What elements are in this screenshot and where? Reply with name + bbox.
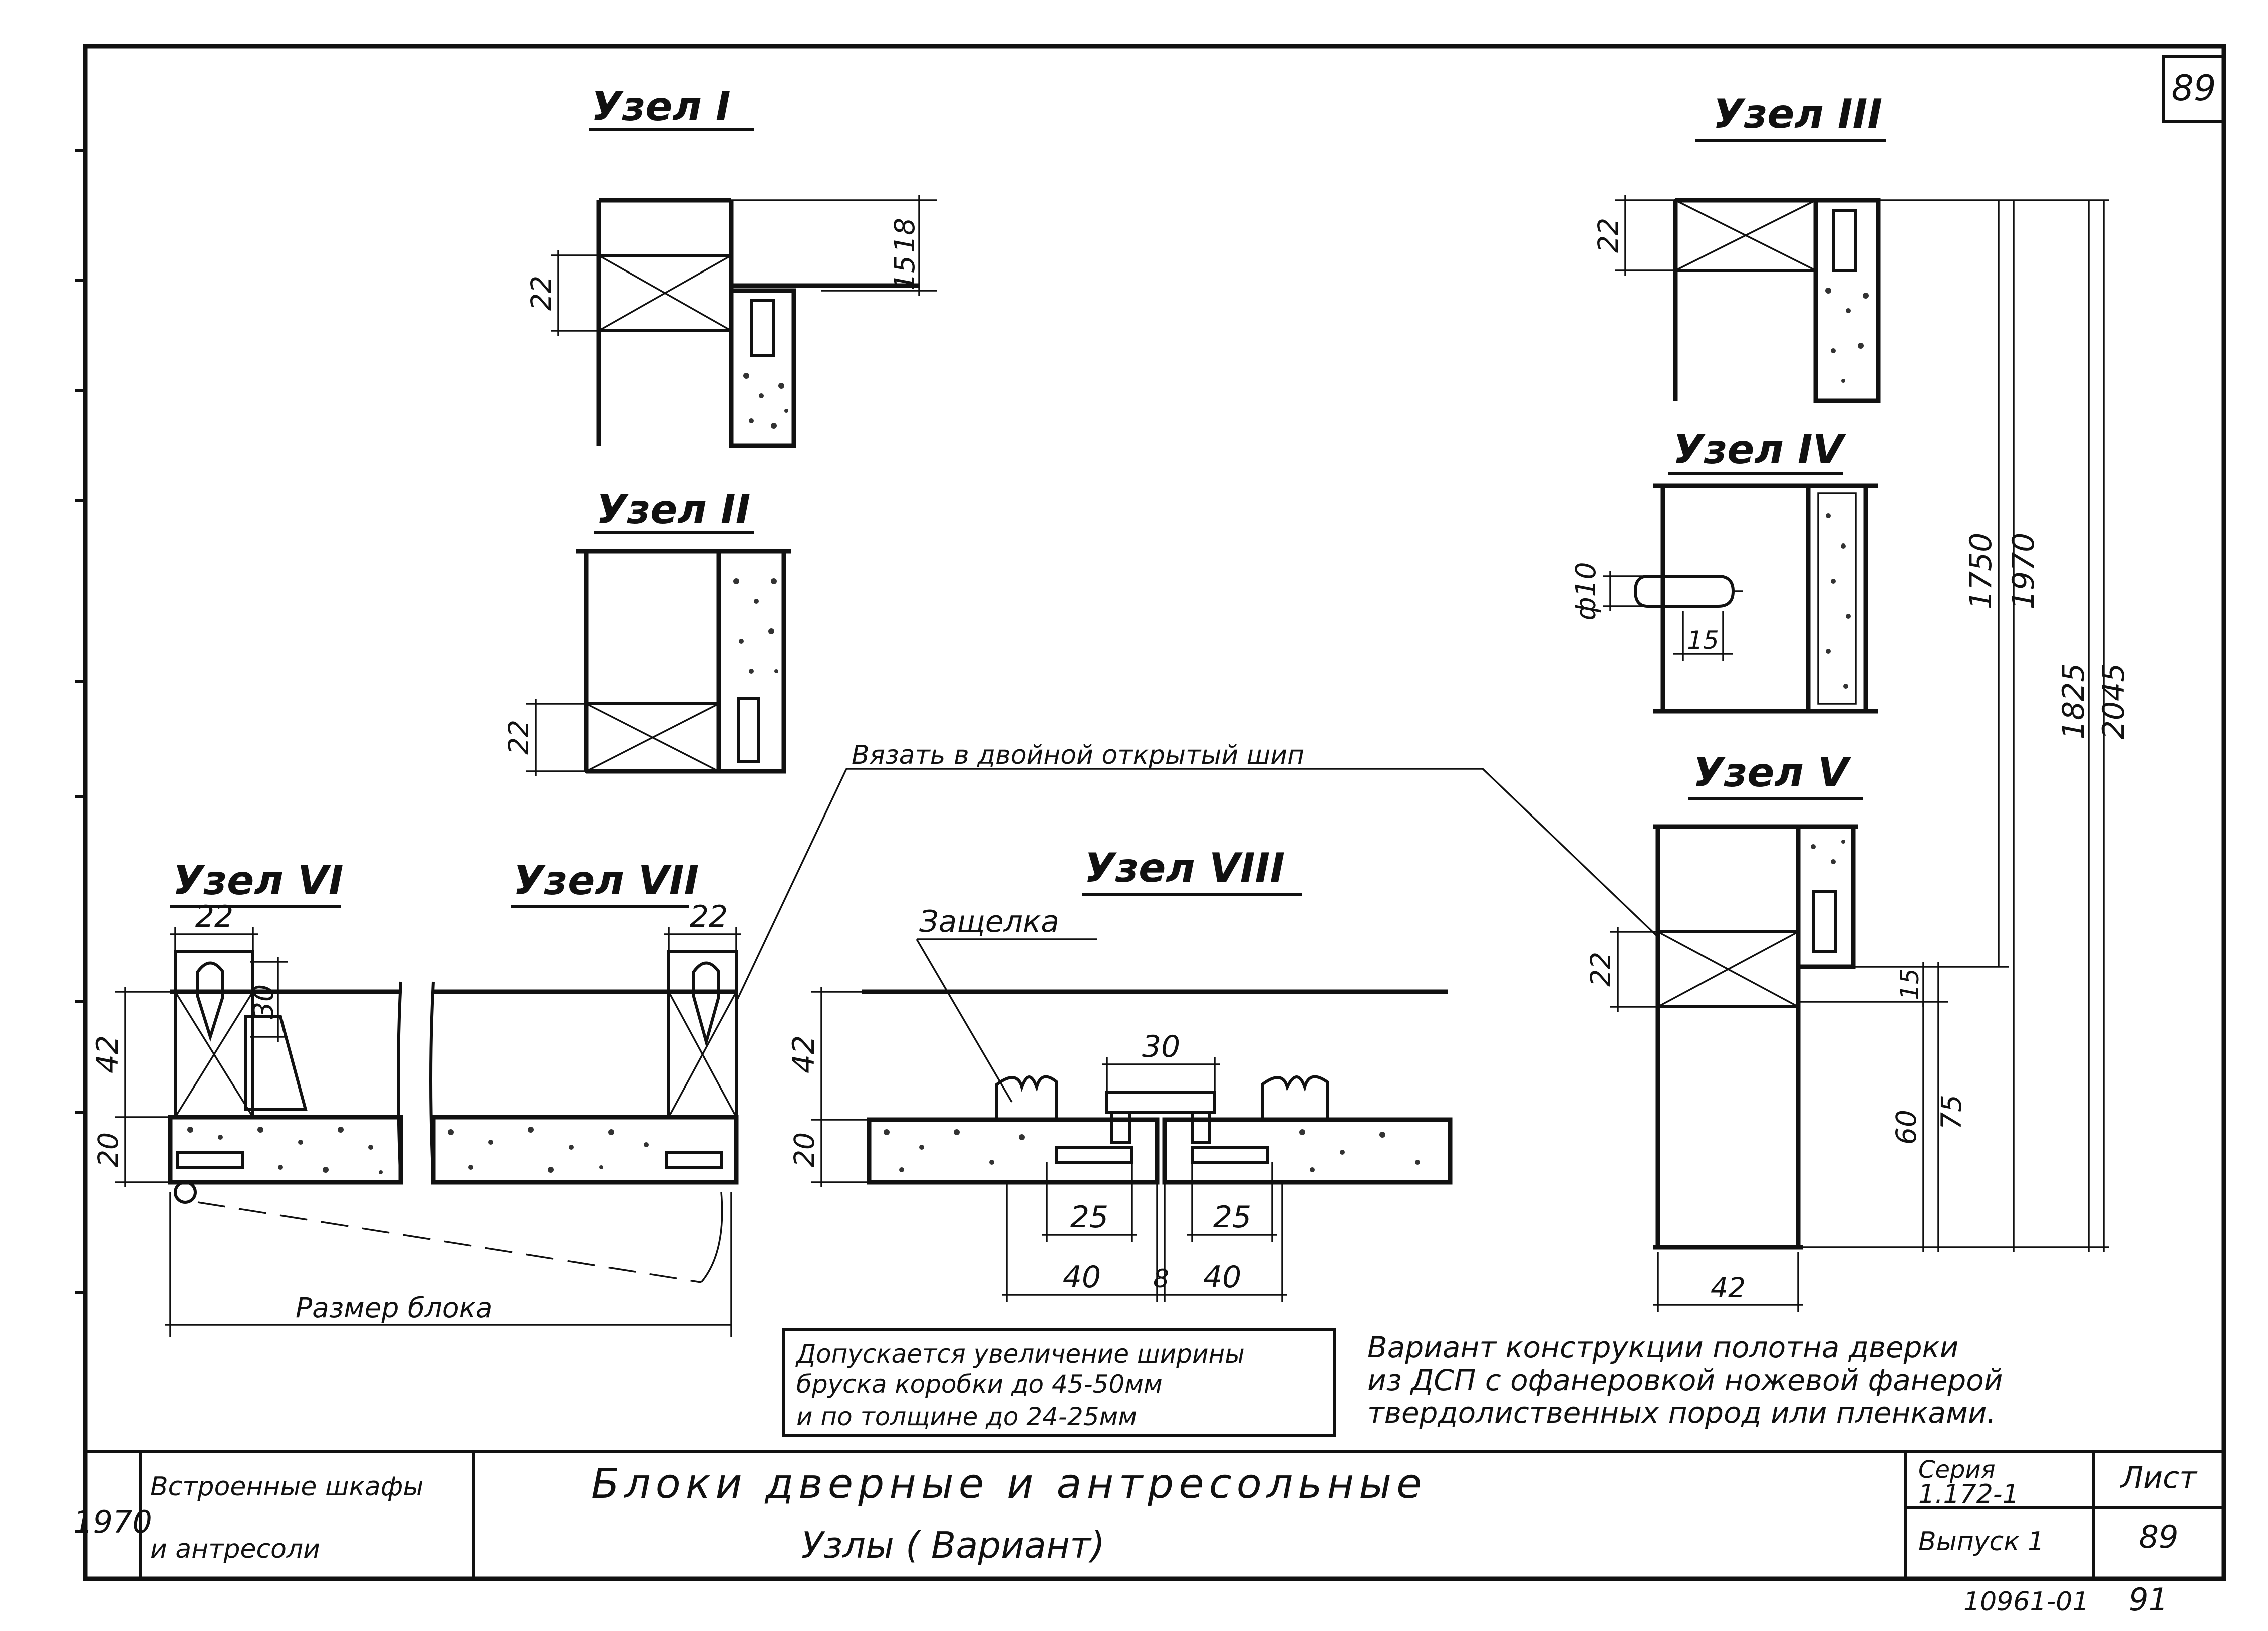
latch-label: Защелка	[919, 904, 1059, 939]
variant-line-1: Вариант конструкции полотна дверки	[1367, 1330, 1958, 1365]
node-8: Узел VIII Защелка	[786, 845, 1453, 1302]
node-6: Узел VI 22 30	[90, 857, 731, 1337]
dim-n6-42: 42	[90, 1035, 125, 1073]
title-main-2: Узлы ( Вариант)	[801, 1524, 1105, 1566]
dim-1970: 1970	[2006, 533, 2041, 610]
dim-n6-20: 20	[92, 1132, 124, 1167]
dim-n8-20: 20	[788, 1132, 820, 1167]
dim-n5-42: 42	[1711, 1272, 1746, 1304]
dim-n7-22: 22	[690, 899, 728, 934]
sheet-value: 89	[2139, 1519, 2179, 1555]
dim-n5-15: 15	[1895, 968, 1924, 1000]
dim-n4-phi10: ф10	[1570, 562, 1602, 620]
variant-note: Вариант конструкции полотна дверки из ДС…	[1367, 1330, 2003, 1430]
dim-n1-22: 22	[525, 276, 557, 311]
node-3: Узел III 22	[1592, 91, 1886, 403]
node-1-title: Узел I	[591, 83, 731, 130]
series-value: 1.172-1	[1918, 1479, 2019, 1509]
node-4: Узел IV ф10 15	[1570, 426, 1878, 714]
dim-n8-40a: 40	[1063, 1260, 1101, 1295]
variant-line-3: твердолиственных пород или пленками.	[1367, 1396, 1996, 1430]
title-subject-1: Встроенные шкафы	[150, 1472, 423, 1502]
page-number: 89	[2171, 68, 2216, 109]
node-4-title: Узел IV	[1673, 426, 1847, 473]
title-block: 1970 Встроенные шкафы и антресоли Блоки …	[73, 1452, 2224, 1579]
allowance-line-1: Допускается увеличение ширины	[795, 1339, 1245, 1369]
dim-n8-42: 42	[786, 1035, 821, 1073]
dim-n3-22: 22	[1592, 218, 1624, 253]
variant-line-2: из ДСП с офанеровкой ножевой фанерой	[1367, 1363, 2003, 1397]
node-5-title: Узел V	[1693, 749, 1852, 796]
dim-n6-30: 30	[247, 984, 279, 1019]
bottom-stamp-page: 91	[2129, 1581, 2168, 1618]
dim-n1-15: 15	[889, 255, 921, 291]
series-label: Серия	[1918, 1456, 1996, 1484]
bottom-stamp: 10961-01	[1963, 1587, 2089, 1617]
allowance-note: Допускается увеличение ширины бруска кор…	[782, 1328, 1336, 1437]
dim-n5-60: 60	[1890, 1110, 1922, 1145]
issue-label: Выпуск 1	[1918, 1527, 2044, 1557]
dim-1750: 1750	[1963, 533, 1999, 610]
dim-n8-40b: 40	[1203, 1260, 1241, 1295]
node-2: Узел II 22	[503, 486, 791, 776]
node-2-title: Узел II	[596, 486, 750, 533]
node-7-title: Узел VII	[513, 857, 699, 904]
title-subject-2: и антресоли	[150, 1534, 320, 1564]
node-6-title: Узел VI	[173, 857, 344, 904]
tenon-note: Вязать в двойной открытый шип	[852, 740, 1304, 770]
dim-n6-22: 22	[195, 899, 233, 934]
dim-2045: 2045	[2096, 663, 2131, 740]
dim-n5-75: 75	[1935, 1095, 1967, 1130]
block-size-label: Размер блока	[296, 1292, 493, 1324]
sheet-label: Лист	[2120, 1460, 2198, 1495]
dim-1825: 1825	[2056, 663, 2091, 740]
node-3-title: Узел III	[1713, 91, 1882, 137]
node-1: Узел I 18 15 22	[525, 83, 937, 448]
dim-n5-22: 22	[1585, 952, 1617, 987]
dim-n2-22: 22	[503, 720, 535, 755]
sheet-frame	[75, 44, 2226, 1581]
tenon-leader: Вязать в двойной открытый шип	[735, 740, 1659, 1002]
dim-n8-30: 30	[1142, 1029, 1180, 1064]
node-7: Узел VII 22 Размер блока	[197, 857, 741, 1337]
dim-n4-15: 15	[1687, 626, 1719, 655]
node-8-title: Узел VIII	[1084, 845, 1285, 891]
node-5: Узел V 22 15	[1585, 749, 1967, 1312]
title-main-1: Блоки дверные и антресольные	[591, 1460, 1427, 1508]
vertical-dimensions: 1750 1970 1825 2045	[1878, 199, 2131, 1252]
dim-n8-25a: 25	[1070, 1200, 1108, 1235]
title-year: 1970	[73, 1504, 152, 1540]
dim-n1-18: 18	[889, 218, 921, 253]
allowance-line-3: и по толщине до 24-25мм	[796, 1402, 1137, 1431]
dim-n8-25b: 25	[1213, 1200, 1251, 1235]
dim-n8-8: 8	[1153, 1264, 1169, 1293]
allowance-line-2: бруска коробки до 45-50мм	[796, 1370, 1163, 1399]
